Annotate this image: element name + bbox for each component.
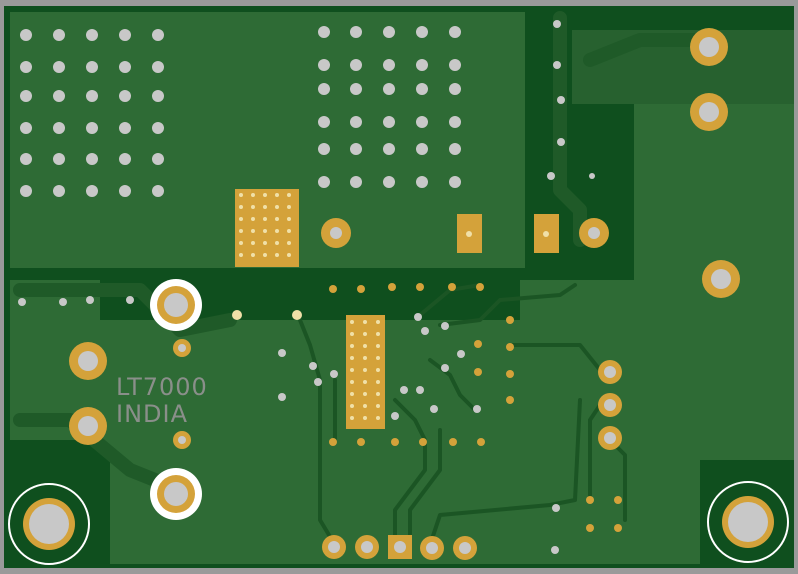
copper-pours — [10, 12, 794, 564]
silkscreen-part-number: LT7000 — [116, 373, 208, 401]
via-array-center — [318, 26, 461, 188]
trace-s8 — [428, 398, 582, 547]
trace-s7 — [508, 343, 602, 372]
small-drill-vias — [18, 20, 595, 554]
trace-s6 — [438, 283, 577, 327]
mounting-hole-left — [8, 483, 90, 565]
smd-pad-2-via — [543, 231, 549, 237]
exposed-pad-grid-1 — [235, 189, 299, 267]
header-pins-right — [598, 360, 622, 450]
trace-power-2 — [583, 33, 707, 67]
header-pins-bottom — [322, 535, 477, 560]
silkscreen-country: INDIA — [116, 400, 188, 428]
via-array-left — [20, 29, 164, 197]
trace-s3 — [393, 398, 427, 547]
trace-power-1 — [553, 11, 587, 247]
mounting-hole-right — [707, 481, 789, 563]
pour-right-lower — [520, 280, 794, 460]
keepout-holes — [150, 279, 202, 520]
trace-s4 — [408, 428, 442, 547]
exposed-pad-grid-2 — [346, 315, 385, 429]
trace-s9 — [588, 403, 602, 502]
signal-traces — [298, 283, 627, 547]
smd-pad-1-via — [466, 231, 472, 237]
trace-s11 — [428, 358, 477, 412]
small-gold-vias — [232, 283, 622, 532]
through-hole-pads — [69, 28, 740, 449]
